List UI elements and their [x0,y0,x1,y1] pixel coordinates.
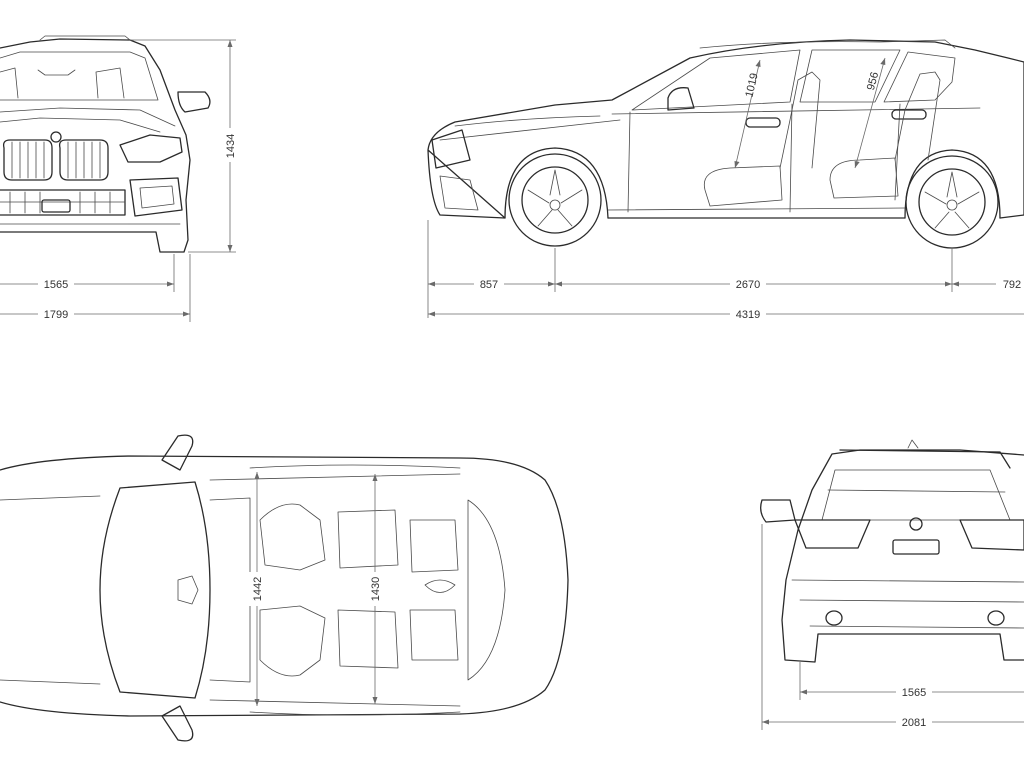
front-view: 1434 1565 1799 [0,35,238,322]
rear-width-mirrors-label: 2081 [902,717,926,729]
wheelbase-label: 2670 [736,279,760,291]
overall-length-label: 4319 [736,309,760,321]
rear-view: 1565 2081 [760,439,1024,730]
top-view: 1442 1430 [0,434,569,742]
front-headroom-label: 1019 [743,72,760,99]
front-width-label: 1799 [44,309,68,321]
front-track-label: 1565 [44,279,68,291]
front-overhang-label: 857 [480,279,498,291]
rear-track-label: 1565 [902,687,926,699]
side-view: 1019 956 857 2670 792 4319 [427,39,1024,322]
rear-overhang-label: 792 [1003,279,1021,291]
front-shoulder-label: 1442 [252,577,264,601]
rear-shoulder-label: 1430 [370,577,382,601]
rear-headroom-label: 956 [865,71,881,92]
front-height-label: 1434 [225,134,237,158]
